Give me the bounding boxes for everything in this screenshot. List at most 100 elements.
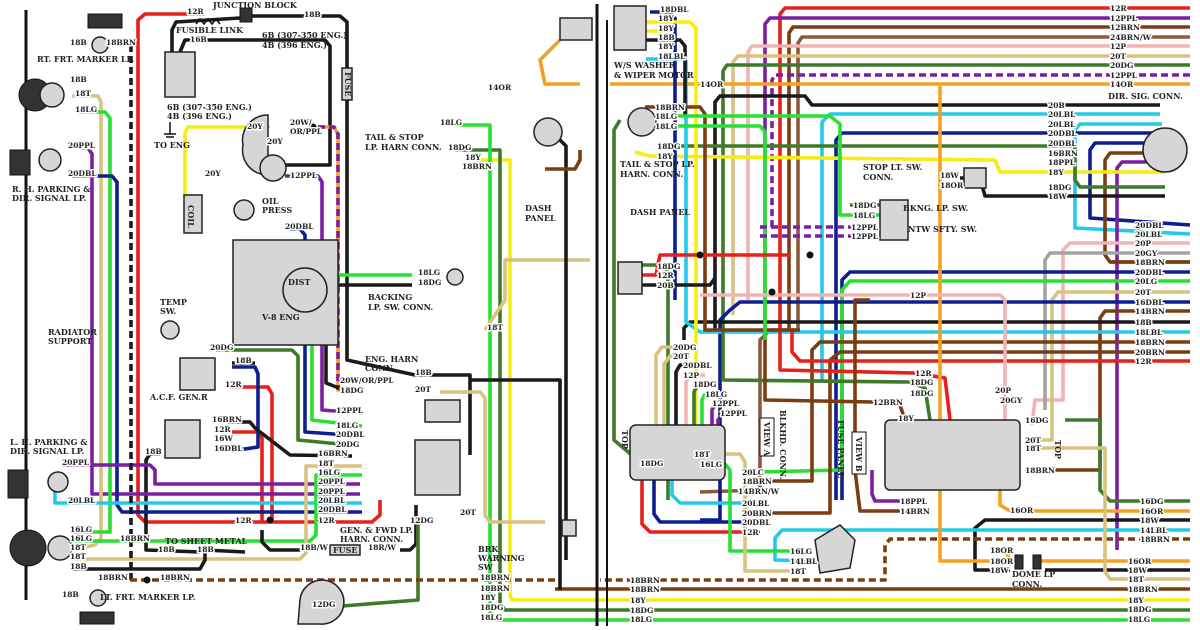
wire-label: 14BRN/W bbox=[738, 487, 780, 496]
wire-label: 18PPL bbox=[900, 497, 928, 506]
component-caption: A.C.F. GEN.R bbox=[149, 392, 208, 402]
wire-label: 18W bbox=[1140, 516, 1159, 525]
wire-label: 18Y bbox=[1048, 168, 1064, 177]
component-caption: BRK bbox=[478, 544, 499, 554]
wire-label: 20LBL bbox=[742, 499, 770, 508]
wire-label: 12PPL bbox=[1110, 14, 1138, 23]
wire-label: 20LBL bbox=[1048, 120, 1076, 129]
wire-label: 18T bbox=[487, 323, 503, 332]
wire-label: 18B bbox=[235, 356, 252, 365]
wire-label: 18LBL bbox=[658, 52, 686, 61]
wire-label: 18DG bbox=[910, 378, 933, 387]
wire-label: 20PPL bbox=[318, 487, 346, 496]
wire-r bbox=[640, 480, 760, 534]
wire-label: 14OR bbox=[1110, 80, 1134, 89]
wire-label: 18T bbox=[75, 89, 91, 98]
gen-fwd-lamp-harness-connector bbox=[414, 439, 461, 496]
wire-label: 20DBL bbox=[683, 361, 712, 370]
component-caption: CONN. bbox=[863, 172, 893, 182]
wire-label: 20LBL bbox=[1135, 230, 1163, 239]
wire-label: 12R bbox=[214, 425, 231, 434]
wire-p bbox=[746, 44, 1190, 300]
wire-label: 18W bbox=[1128, 566, 1147, 575]
wire-label: 18LG bbox=[630, 615, 652, 624]
wire-label: 18DG bbox=[1128, 605, 1151, 614]
wire-label: 20DBL bbox=[68, 169, 97, 178]
wire-label: 12R bbox=[225, 380, 242, 389]
wire-label: 18BRN bbox=[1140, 535, 1170, 544]
wire-label: 12DG bbox=[410, 516, 433, 525]
wire-label: 18PPL bbox=[1048, 158, 1076, 167]
wire-label: 18DG bbox=[480, 603, 503, 612]
wire-lg bbox=[72, 110, 112, 534]
component-caption: CONN. bbox=[365, 363, 395, 373]
wire-t bbox=[710, 452, 790, 573]
starter-solenoid bbox=[259, 154, 287, 182]
wire-brn bbox=[787, 25, 1190, 330]
wire-ppl bbox=[82, 146, 360, 496]
wire-dg bbox=[640, 263, 670, 500]
wire-label: 16B bbox=[190, 35, 207, 44]
wire-label: 20B bbox=[657, 281, 674, 290]
lh-parking-lamp bbox=[7, 469, 29, 499]
wire-label: 12PPL bbox=[1110, 71, 1138, 80]
wire-label: 18DG bbox=[910, 389, 933, 398]
wire-label: 18LG bbox=[655, 122, 677, 131]
wire-label: 18DG bbox=[418, 278, 441, 287]
wire-dbl bbox=[1088, 141, 1191, 227]
wire-label: 14LBL bbox=[790, 557, 818, 566]
wire-t bbox=[483, 258, 590, 331]
wire-b bbox=[228, 420, 353, 458]
wire-p bbox=[684, 373, 705, 430]
wire-label: 16DBL bbox=[1135, 298, 1164, 307]
wire-label: 16W bbox=[214, 434, 233, 443]
component-caption: WARNING bbox=[477, 553, 525, 563]
wire-dg bbox=[721, 330, 932, 421]
wire-label: 18B bbox=[304, 10, 321, 19]
splice-dot bbox=[806, 251, 814, 259]
wire-label: 12PPL bbox=[720, 409, 748, 418]
junction-block bbox=[239, 7, 253, 23]
wire-brn bbox=[763, 280, 907, 421]
wire-label: 20LBL bbox=[1048, 110, 1076, 119]
wire-ppl bbox=[770, 73, 1190, 230]
wire-brn bbox=[645, 105, 800, 332]
wire-label: 18LG bbox=[440, 118, 462, 127]
wire-label: 18B/W bbox=[300, 543, 329, 552]
wire-label: 20P bbox=[995, 386, 1011, 395]
wire-label: 20DBL bbox=[1135, 268, 1164, 277]
wire-label: 16BRN bbox=[1048, 149, 1078, 158]
battery bbox=[164, 51, 196, 98]
wire-label: 12R bbox=[235, 516, 252, 525]
wire-ppl bbox=[1115, 160, 1165, 550]
wire-label: 18Y bbox=[480, 593, 496, 602]
wire-label: 18BRN bbox=[462, 162, 492, 171]
wire-label: 12P bbox=[910, 291, 926, 300]
wire-lbl bbox=[684, 60, 1190, 334]
wire-lg bbox=[700, 392, 720, 430]
wire-b bbox=[674, 363, 700, 440]
component-caption: SUPPORT bbox=[48, 336, 92, 346]
component-caption: DIST bbox=[288, 277, 310, 287]
component-caption: 6B (307-350 ENG.) bbox=[262, 30, 347, 40]
component-caption: FUSIBLE LINK bbox=[176, 25, 244, 35]
wire-label: 12DG bbox=[312, 600, 335, 609]
wire-label: 18BRN bbox=[742, 477, 772, 486]
wire-label: 12P bbox=[1110, 42, 1126, 51]
component-caption: DIR. SIGNAL LP. bbox=[12, 193, 86, 203]
component-caption: DASH PANEL bbox=[630, 207, 690, 217]
wire-label: 18OR bbox=[990, 546, 1014, 555]
wire-label: 18Y bbox=[1128, 596, 1144, 605]
component-caption: DASH bbox=[525, 203, 552, 213]
wire-w bbox=[973, 518, 1190, 572]
wire-label: 18DG bbox=[630, 606, 653, 615]
wire-t bbox=[731, 54, 1190, 315]
wire-t bbox=[662, 354, 690, 440]
wire-label: 12PPL bbox=[712, 399, 740, 408]
wire-b bbox=[470, 378, 562, 590]
component-caption: VIEW B bbox=[854, 436, 864, 472]
wire-label: 16DG bbox=[1025, 416, 1048, 425]
wire-label: 12R bbox=[915, 369, 932, 378]
wire-lbl bbox=[1073, 122, 1191, 236]
wire-label: 18W bbox=[940, 171, 959, 180]
